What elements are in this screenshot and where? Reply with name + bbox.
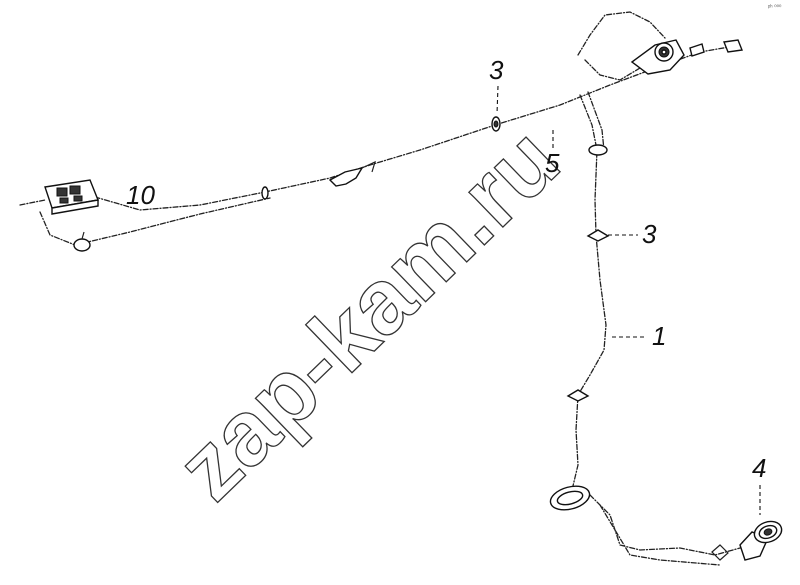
corner-mark: ᵖʰ ⁰⁰⁰ <box>768 4 782 11</box>
callout-part-5: 5 <box>545 148 560 178</box>
bracket-fork <box>328 160 376 187</box>
harness-main-branch-lower <box>39 197 271 246</box>
connector-block-part-10 <box>44 179 99 215</box>
ring-terminal-left <box>73 231 91 252</box>
harness-bottom-run <box>589 494 741 566</box>
leader-part-3-top <box>496 85 499 115</box>
connector-upper-right <box>630 39 743 75</box>
grommet-bottom <box>549 485 591 511</box>
callout-part-4: 4 <box>752 453 766 483</box>
clip-main-1 <box>261 186 269 200</box>
callout-part-1: 1 <box>652 321 666 351</box>
harness-top-loop <box>577 11 666 81</box>
watermark-text: zap-kam.ru <box>158 109 578 520</box>
round-connector-part-4 <box>711 520 783 561</box>
grommet-upper <box>588 144 608 156</box>
clip-part-3-mid <box>586 229 610 242</box>
clip-lower-vertical <box>566 389 590 402</box>
callout-part-3-top: 3 <box>489 55 504 85</box>
callout-part-10: 10 <box>126 180 155 210</box>
harness-main-branch <box>19 45 736 211</box>
harness-vertical-branch-outer <box>587 91 605 151</box>
clip-part-3-top <box>491 116 501 132</box>
callout-part-3-mid: 3 <box>642 219 657 249</box>
